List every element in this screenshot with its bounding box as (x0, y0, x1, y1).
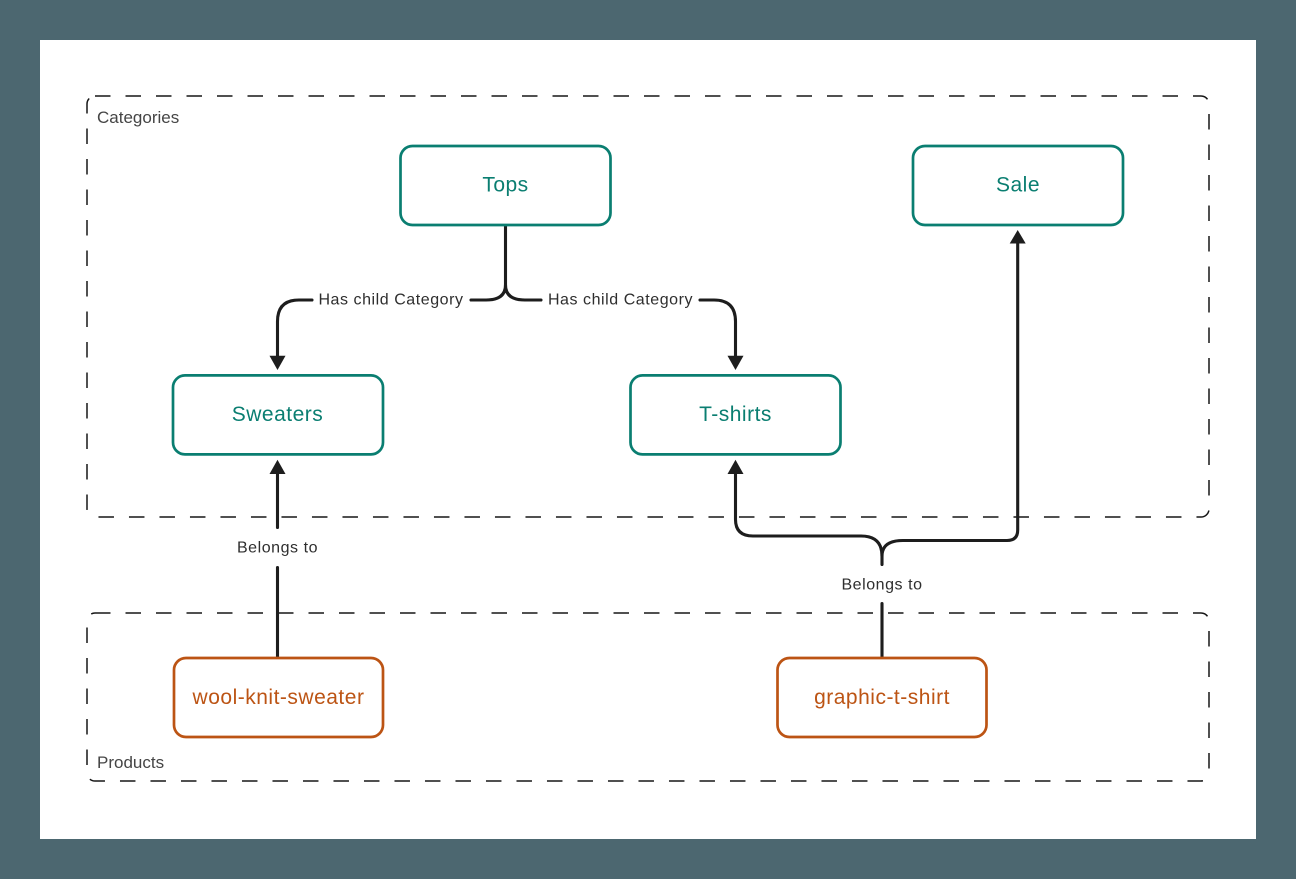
svg-text:Sweaters: Sweaters (232, 403, 324, 426)
svg-text:Products: Products (97, 753, 164, 772)
svg-text:Belongs to: Belongs to (237, 540, 318, 557)
svg-text:Belongs to: Belongs to (841, 577, 922, 594)
svg-text:Sale: Sale (996, 173, 1040, 196)
svg-text:Has child Category: Has child Category (318, 292, 463, 309)
svg-text:Categories: Categories (97, 108, 179, 127)
svg-text:Tops: Tops (482, 173, 528, 196)
svg-text:graphic-t-shirt: graphic-t-shirt (814, 686, 950, 709)
svg-text:Has child Category: Has child Category (548, 292, 693, 309)
svg-text:wool-knit-sweater: wool-knit-sweater (192, 686, 365, 709)
svg-text:T-shirts: T-shirts (699, 403, 772, 426)
